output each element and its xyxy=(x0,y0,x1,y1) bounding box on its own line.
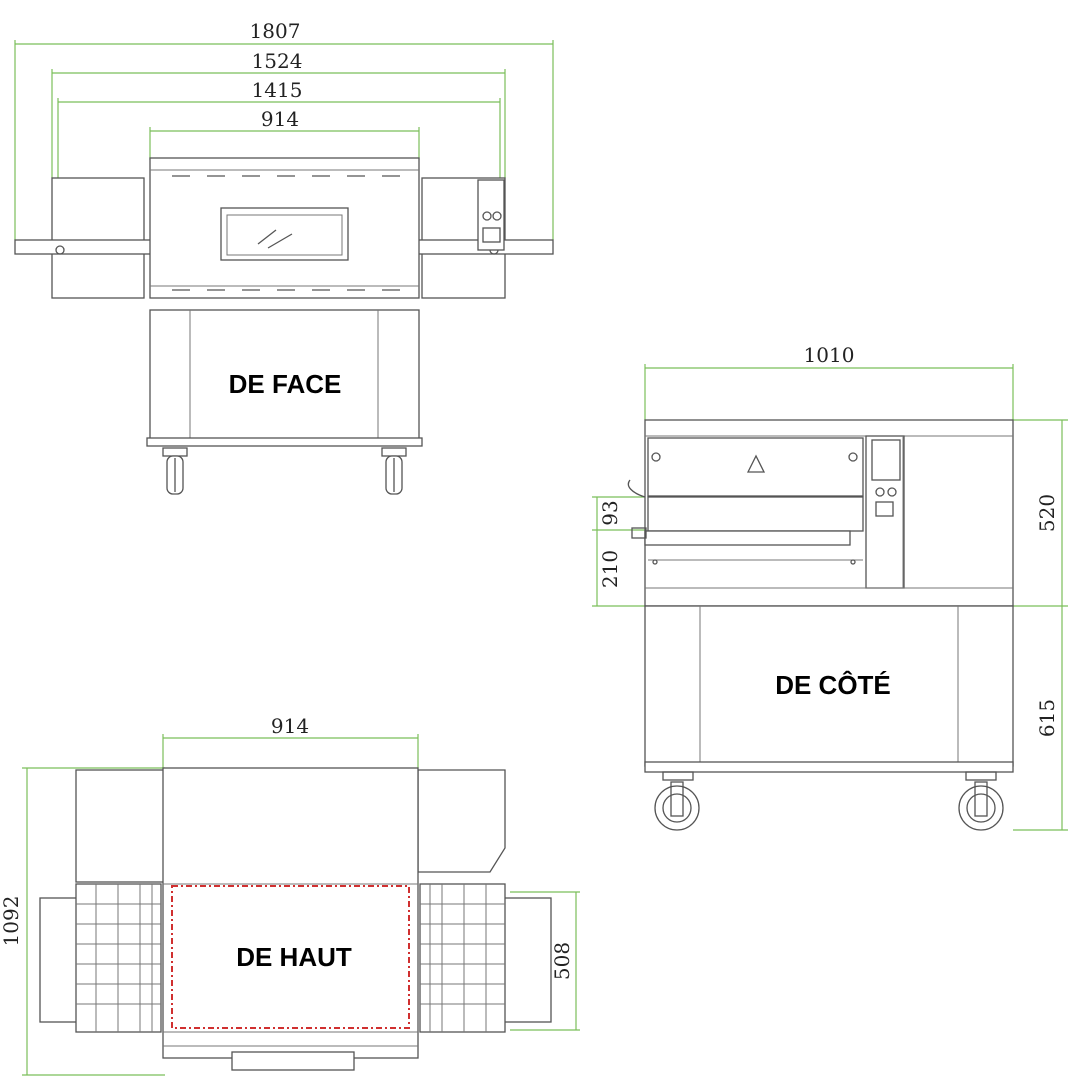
dim-side-height-top: 520 xyxy=(1035,494,1059,532)
front-view: 1807 1524 1415 914 xyxy=(14,19,554,495)
dim-top-chamber: 914 xyxy=(271,714,309,738)
dim-side-belt-height: 210 xyxy=(598,550,622,588)
dim-front-conveyor: 1415 xyxy=(252,78,303,102)
top-right-conveyor-grid xyxy=(419,883,506,1033)
side-caster-right xyxy=(958,771,1004,831)
top-view-label: DE HAUT xyxy=(236,942,352,972)
front-view-label: DE FACE xyxy=(229,369,342,399)
front-window xyxy=(220,207,349,261)
side-dimension-lines xyxy=(592,364,1068,831)
top-left-conveyor-grid xyxy=(75,883,162,1033)
top-front-rail xyxy=(231,1051,355,1071)
side-control-column xyxy=(865,435,905,589)
dim-side-depth: 1010 xyxy=(804,343,855,367)
dim-top-depth: 1092 xyxy=(0,896,23,947)
dim-top-belt-width: 508 xyxy=(550,942,574,980)
top-dimension-lines xyxy=(22,734,580,1076)
top-right-housing xyxy=(417,769,506,873)
front-caster-right xyxy=(381,447,407,495)
side-conveyor-belt xyxy=(644,530,851,546)
top-baking-zone xyxy=(171,885,410,1029)
dim-side-opening: 93 xyxy=(598,500,622,525)
dim-front-chamber: 914 xyxy=(261,107,299,131)
top-oven-chamber xyxy=(162,767,419,1059)
side-view-label: DE CÔTÉ xyxy=(775,670,891,700)
front-stand xyxy=(149,309,420,443)
front-caster-left xyxy=(162,447,188,495)
side-upper-hood xyxy=(647,437,864,497)
top-left-extension xyxy=(39,897,79,1023)
top-view: 914 1092 508 xyxy=(0,714,580,1076)
side-conveyor-opening xyxy=(647,496,864,532)
side-stand xyxy=(644,605,1014,767)
dim-side-height-base: 615 xyxy=(1035,699,1059,737)
front-vent-slots xyxy=(172,175,400,291)
side-caster-left xyxy=(654,771,700,831)
front-dimension-lines xyxy=(14,40,554,240)
dim-front-frame: 1524 xyxy=(252,49,303,73)
top-left-housing xyxy=(75,769,165,883)
top-right-extension xyxy=(502,897,552,1023)
front-left-housing xyxy=(51,177,145,299)
dim-front-overall: 1807 xyxy=(250,19,301,43)
side-view: 1010 520 615 93 210 xyxy=(592,343,1068,831)
